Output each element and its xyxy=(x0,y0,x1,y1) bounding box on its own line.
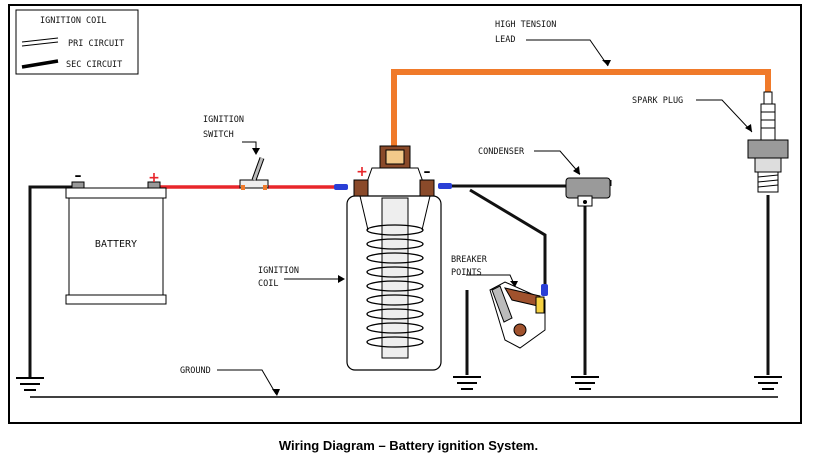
breaker-points-label-line2: POINTS xyxy=(451,268,482,278)
diagram-frame xyxy=(8,4,802,424)
coil-positive-connector xyxy=(334,184,348,190)
ground-label: GROUND xyxy=(180,366,211,376)
ignition-switch-label-line2: SWITCH xyxy=(203,130,234,140)
leader-lines xyxy=(217,39,753,395)
legend-sec-label: SEC CIRCUIT xyxy=(66,60,122,70)
legend-pri-swatch-top xyxy=(21,37,59,43)
battery-base xyxy=(65,294,167,305)
ignition-coil: + – xyxy=(346,145,442,371)
switch-contact-right xyxy=(263,185,267,190)
breaker-points-label-line1: BREAKER xyxy=(451,255,488,265)
spark-plug-shell xyxy=(754,157,782,173)
coil-tower-socket xyxy=(385,149,405,165)
condenser-body xyxy=(565,177,611,199)
condenser-label: CONDENSER xyxy=(478,147,525,157)
ignition-switch xyxy=(239,157,269,190)
coil-windings xyxy=(366,224,424,348)
arrowhead xyxy=(573,166,580,175)
coil-winding xyxy=(366,252,424,264)
coil-neck xyxy=(361,167,429,197)
breaker-points xyxy=(489,281,546,349)
spark-plug-hex xyxy=(747,139,789,159)
breaker-connector xyxy=(541,284,548,296)
ground-leader xyxy=(217,369,277,395)
arrowhead xyxy=(272,389,280,396)
legend-title: IGNITION COIL xyxy=(40,16,107,26)
ignition-coil-label-line2: COIL xyxy=(258,279,278,289)
condenser-mount-hole xyxy=(583,200,587,204)
spark-plug-terminal xyxy=(763,91,773,105)
high-tension-leader xyxy=(526,39,609,67)
arrowhead xyxy=(338,275,345,283)
coil-lead-left xyxy=(359,195,369,231)
coil-winding xyxy=(366,294,424,306)
breaker-pivot xyxy=(513,323,527,337)
coil-winding xyxy=(366,266,424,278)
battery-negative-sign: – xyxy=(75,168,82,184)
arrowhead xyxy=(252,148,260,155)
battery-label: BATTERY xyxy=(95,239,137,250)
breaker-spring xyxy=(535,296,545,314)
coil-winding xyxy=(366,322,424,334)
coil-positive-sign: + xyxy=(356,164,368,180)
coil-positive-terminal xyxy=(353,179,369,197)
breaker-points-feed-wire xyxy=(469,188,547,288)
spark-plug-leader xyxy=(696,99,753,133)
breaker-contact-block xyxy=(491,285,513,323)
coil-negative-sign: – xyxy=(424,164,431,180)
ignition-coil-label-line1: IGNITION xyxy=(258,266,299,276)
ground-symbol-battery xyxy=(16,377,44,391)
spark-plug-thread-line xyxy=(757,184,779,188)
arrowhead xyxy=(602,60,611,66)
coil-core xyxy=(381,197,409,359)
coil-negative-terminal xyxy=(419,179,435,197)
coil-winding xyxy=(366,336,424,348)
coil-negative-connector xyxy=(438,183,452,189)
high-tension-label-line1: HIGH TENSION xyxy=(495,20,556,30)
high-tension-label-line2: LEAD xyxy=(495,35,515,45)
spark-plug-insulator xyxy=(760,103,776,141)
spark-plug xyxy=(747,91,789,193)
diagram-caption: Wiring Diagram – Battery ignition System… xyxy=(278,438,539,453)
battery-negative-ground-wire xyxy=(28,185,78,378)
arrowhead xyxy=(745,124,752,132)
switch-lever-highlight xyxy=(252,157,264,181)
switch-contact-left xyxy=(241,185,245,190)
legend-pri-label: PRI CIRCUIT xyxy=(68,39,124,49)
coil-winding xyxy=(366,238,424,250)
blue-connectors xyxy=(334,183,548,296)
spark-plug-label: SPARK PLUG xyxy=(632,96,683,106)
battery-case xyxy=(68,197,164,296)
ground-symbol-condenser xyxy=(571,376,599,390)
ground-symbol-spark-plug xyxy=(754,376,782,390)
condenser xyxy=(565,177,611,207)
ground-symbols xyxy=(16,376,782,391)
battery: BATTERY – + xyxy=(65,168,167,305)
high-tension-lead xyxy=(391,69,771,160)
coil-lead-right xyxy=(421,195,431,231)
arrowhead xyxy=(510,281,518,287)
ignition-switch-label-line1: IGNITION xyxy=(203,115,244,125)
ground-symbol-breaker xyxy=(453,376,481,390)
coil-winding xyxy=(366,308,424,320)
legend-pri-swatch-bottom xyxy=(21,41,59,47)
legend-sec-swatch xyxy=(21,59,59,69)
battery-positive-sign: + xyxy=(148,170,160,186)
spark-plug-thread-line xyxy=(757,174,779,178)
leader-arrowheads xyxy=(252,60,752,396)
condenser-leader xyxy=(534,150,581,175)
battery-lid xyxy=(65,187,167,199)
legend: IGNITION COIL PRI CIRCUIT SEC CIRCUIT xyxy=(15,9,139,75)
coil-winding xyxy=(366,280,424,292)
coil-winding xyxy=(366,224,424,236)
spark-plug-thread-line xyxy=(757,179,779,183)
